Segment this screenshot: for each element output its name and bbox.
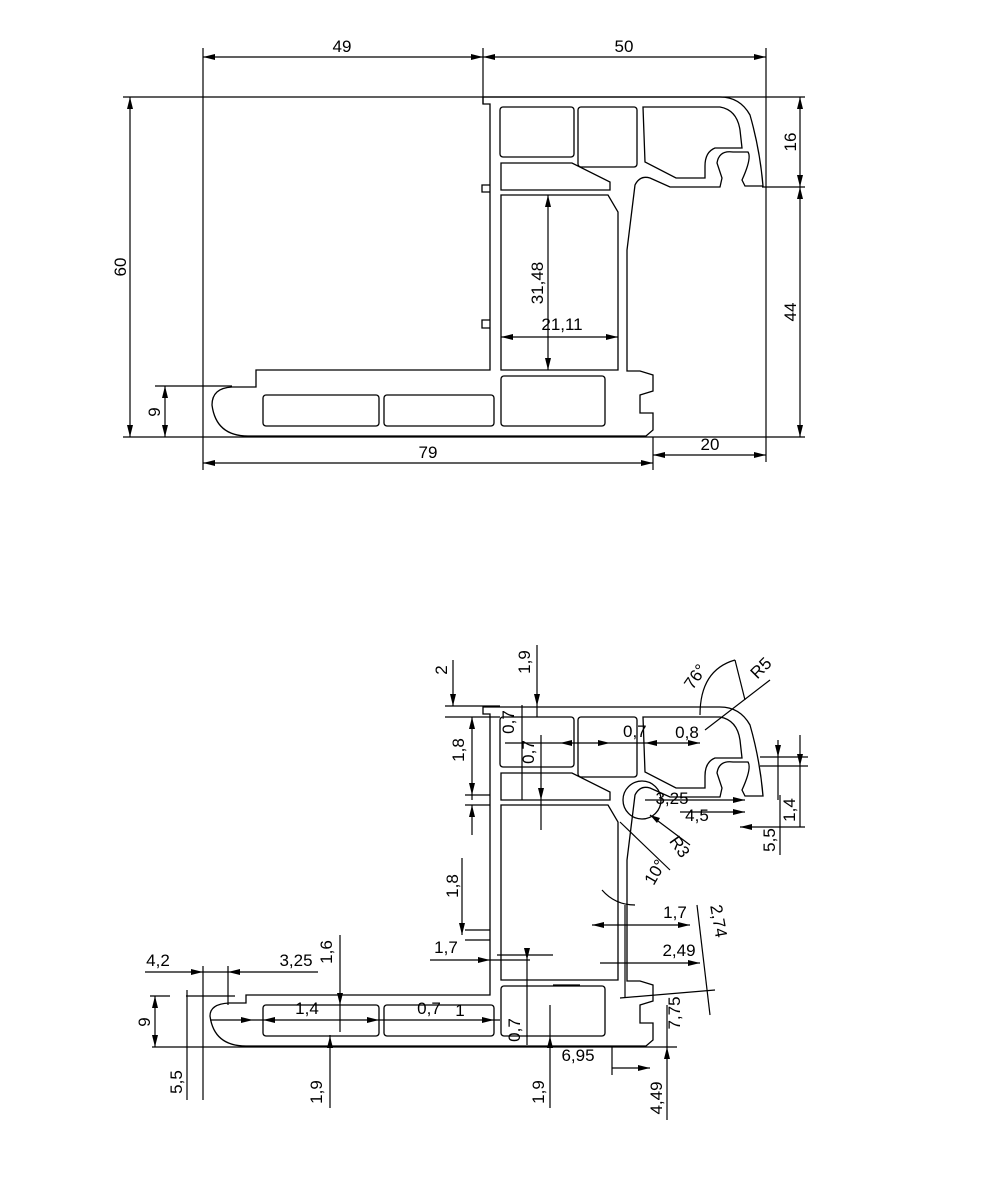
dim-0-7-b: 0,7: [519, 740, 538, 764]
dim-20: 20: [701, 435, 720, 454]
detail-dimension-lines: [145, 645, 808, 1120]
dim-1-9-top: 1,9: [515, 650, 534, 674]
dim-2: 2: [432, 665, 451, 674]
dim-0-7-e: 0,7: [505, 1018, 524, 1042]
dim-1-7-a: 1,7: [663, 903, 687, 922]
dim-2-49: 2,49: [662, 941, 695, 960]
detail-arrowheads: [152, 694, 803, 1071]
detail-profile-outline: [209, 706, 764, 1047]
dim-60: 60: [111, 258, 130, 277]
dim-5-5-a: 5,5: [760, 828, 779, 852]
dim-4-5: 4,5: [685, 806, 709, 825]
dim-r5: R5: [747, 654, 776, 683]
dim-4-49: 4,49: [647, 1081, 666, 1114]
dim-1-8-a: 1,8: [449, 738, 468, 762]
top-profile-outline: [211, 96, 764, 437]
dim-6-95: 6,95: [561, 1046, 594, 1065]
dim-3-25-b: 3,25: [279, 951, 312, 970]
dim-9-detail: 9: [135, 1017, 154, 1026]
dim-9: 9: [145, 407, 164, 416]
dim-1-4-b: 1,4: [295, 999, 319, 1018]
dim-5-5-b: 5,5: [167, 1070, 186, 1094]
dim-50: 50: [615, 37, 634, 56]
dim-0-8: 0,8: [675, 723, 699, 742]
dim-1-9-a: 1,9: [307, 1080, 326, 1104]
top-profile-view: 49 50 60 16 44 9 79 20 31,48 21,11: [111, 37, 805, 470]
dim-1: 1: [455, 1001, 464, 1020]
dim-44: 44: [781, 303, 800, 322]
top-arrowheads: [127, 54, 803, 466]
dim-0-7-c: 0,7: [623, 722, 647, 741]
dim-7-75: 7,75: [665, 996, 684, 1029]
dim-76deg: 76°: [680, 661, 710, 693]
dim-1-9-b: 1,9: [529, 1080, 548, 1104]
dim-r3: R3: [665, 832, 693, 861]
dim-31-48: 31,48: [528, 262, 547, 305]
dim-10deg: 10°: [641, 856, 670, 888]
dim-1-6: 1,6: [317, 940, 336, 964]
dim-0-7-a: 0,7: [499, 710, 518, 734]
dim-1-7-b: 1,7: [434, 938, 458, 957]
dim-21-11: 21,11: [541, 315, 582, 334]
dim-4-2: 4,2: [146, 951, 170, 970]
dim-0-7-d: 0,7: [417, 999, 441, 1018]
dim-1-8-b: 1,8: [443, 874, 462, 898]
dim-2-74: 2,74: [706, 903, 730, 939]
dim-79: 79: [419, 443, 438, 462]
dim-49: 49: [333, 37, 352, 56]
dim-3-25-a: 3,25: [655, 789, 688, 808]
dim-16: 16: [781, 133, 800, 152]
top-dimension-lines: [123, 48, 805, 470]
detail-profile-view: 2 1,9 0,7 0,7 0,7 0,8 1,8 76° R5 3,25 4,…: [135, 645, 808, 1120]
dim-1-4: 1,4: [780, 798, 799, 822]
